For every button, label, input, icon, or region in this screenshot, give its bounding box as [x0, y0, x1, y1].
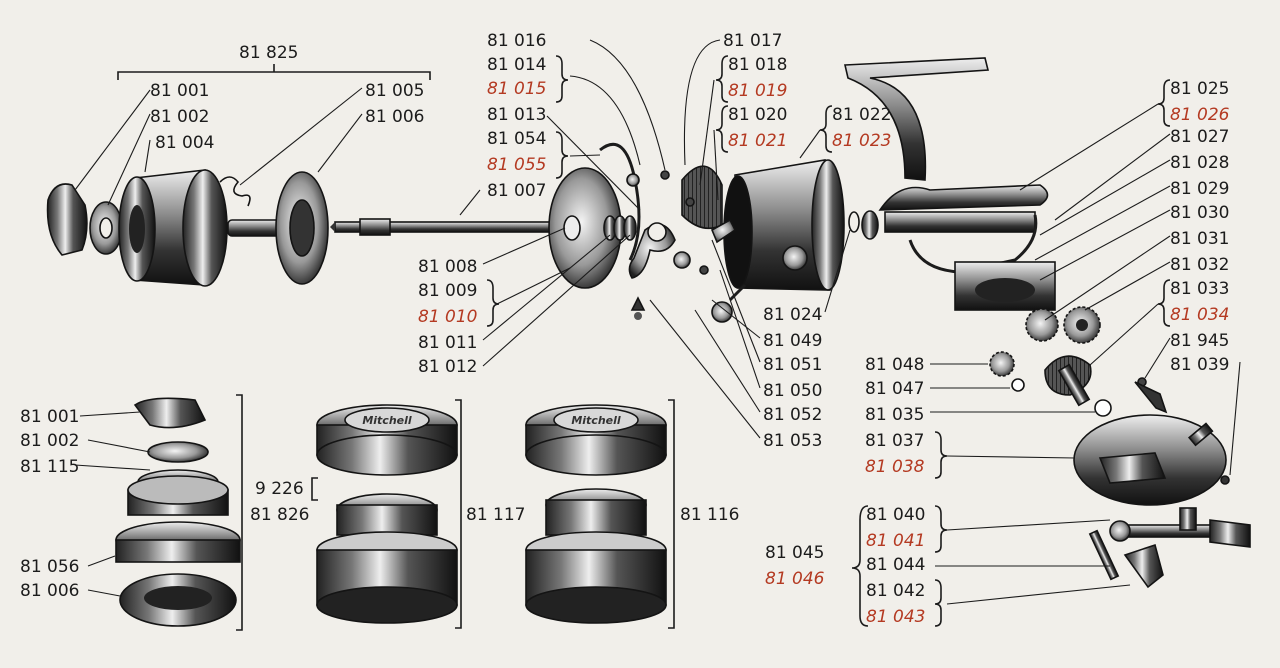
- label-81825: 81 825: [239, 43, 298, 63]
- label-81022: 81 022: [832, 105, 891, 125]
- label-81117: 81 117: [466, 505, 525, 525]
- brackets: [117, 55, 1171, 631]
- label-81051: 81 051: [763, 355, 822, 375]
- label-81010: 81 010: [418, 307, 477, 327]
- spring-part: [219, 176, 251, 207]
- oscillation-plate-part: [681, 165, 723, 230]
- label-b81001: 81 001: [20, 407, 79, 427]
- part-labels: 81 825 81 001 81 002 81 004 81 005 81 00…: [20, 31, 1230, 627]
- label-81826: 81 826: [250, 505, 309, 525]
- label-81055: 81 055: [487, 155, 546, 175]
- label-81049: 81 049: [763, 331, 822, 351]
- label-b81056: 81 056: [20, 557, 79, 577]
- spool-81116: Mitchell: [525, 404, 667, 624]
- label-9226: 9 226: [255, 479, 304, 499]
- reel-body-part: [844, 57, 1056, 311]
- label-81945: 81 945: [1170, 331, 1229, 351]
- label-81043: 81 043: [866, 607, 925, 627]
- label-b81115: 81 115: [20, 457, 79, 477]
- label-81009: 81 009: [418, 281, 477, 301]
- label-81023: 81 023: [832, 131, 891, 151]
- label-81032: 81 032: [1170, 255, 1229, 275]
- label-81029: 81 029: [1170, 179, 1229, 199]
- handle-knob-part: [1123, 543, 1164, 589]
- spool-logo-117: Mitchell: [362, 414, 412, 427]
- spool-assembly-top: [46, 169, 329, 287]
- label-81035: 81 035: [865, 405, 924, 425]
- label-81028: 81 028: [1170, 153, 1229, 173]
- label-81002: 81 002: [150, 107, 209, 127]
- label-81027: 81 027: [1170, 127, 1229, 147]
- label-81044: 81 044: [866, 555, 925, 575]
- label-81021: 81 021: [728, 131, 787, 151]
- label-81006: 81 006: [365, 107, 424, 127]
- label-81016: 81 016: [487, 31, 546, 51]
- label-81024: 81 024: [763, 305, 822, 325]
- gear-set-part: [1025, 306, 1101, 407]
- label-81034: 81 034: [1170, 305, 1229, 325]
- label-81038: 81 038: [865, 457, 925, 477]
- handle-screw-part: [1088, 529, 1120, 581]
- label-81012: 81 012: [418, 357, 477, 377]
- label-81037: 81 037: [865, 431, 924, 451]
- spool-assembly-bottom: [115, 397, 241, 627]
- label-81017: 81 017: [723, 31, 782, 51]
- label-81007: 81 007: [487, 181, 546, 201]
- label-81048: 81 048: [865, 355, 924, 375]
- side-plate-part: [1073, 414, 1230, 506]
- leader-lines: [74, 39, 1241, 605]
- label-81050: 81 050: [763, 381, 822, 401]
- label-b81006: 81 006: [20, 581, 79, 601]
- label-81025: 81 025: [1170, 79, 1229, 99]
- label-81041: 81 041: [866, 531, 925, 551]
- label-81026: 81 026: [1170, 105, 1230, 125]
- label-81045: 81 045: [765, 543, 824, 563]
- label-81053: 81 053: [763, 431, 822, 451]
- label-81030: 81 030: [1170, 203, 1229, 223]
- label-81001: 81 001: [150, 81, 209, 101]
- label-81015: 81 015: [487, 79, 546, 99]
- label-81019: 81 019: [728, 81, 787, 101]
- label-81020: 81 020: [728, 105, 787, 125]
- label-81013: 81 013: [487, 105, 546, 125]
- label-81004: 81 004: [155, 133, 214, 153]
- label-81046: 81 046: [765, 569, 825, 589]
- label-81014: 81 014: [487, 55, 546, 75]
- spool-81117: Mitchell: [316, 404, 458, 624]
- label-81008: 81 008: [418, 257, 477, 277]
- spool-logo-116: Mitchell: [571, 414, 621, 427]
- label-81040: 81 040: [866, 505, 925, 525]
- label-81005: 81 005: [365, 81, 424, 101]
- label-81031: 81 031: [1170, 229, 1229, 249]
- gear-housing-part: [723, 159, 845, 291]
- label-81054: 81 054: [487, 129, 546, 149]
- label-81011: 81 011: [418, 333, 477, 353]
- label-81042: 81 042: [866, 581, 925, 601]
- label-81047: 81 047: [865, 379, 924, 399]
- main-shaft-part: [330, 218, 566, 236]
- label-81033: 81 033: [1170, 279, 1229, 299]
- bail-cup-part: [46, 183, 88, 256]
- label-81052: 81 052: [763, 405, 822, 425]
- trip-lever-part: [710, 218, 737, 244]
- label-81039: 81 039: [1170, 355, 1229, 375]
- label-81018: 81 018: [728, 55, 787, 75]
- label-81116: 81 116: [680, 505, 739, 525]
- washer-set: [603, 215, 637, 241]
- label-b81002: 81 002: [20, 431, 79, 451]
- handle-part: [1109, 507, 1251, 548]
